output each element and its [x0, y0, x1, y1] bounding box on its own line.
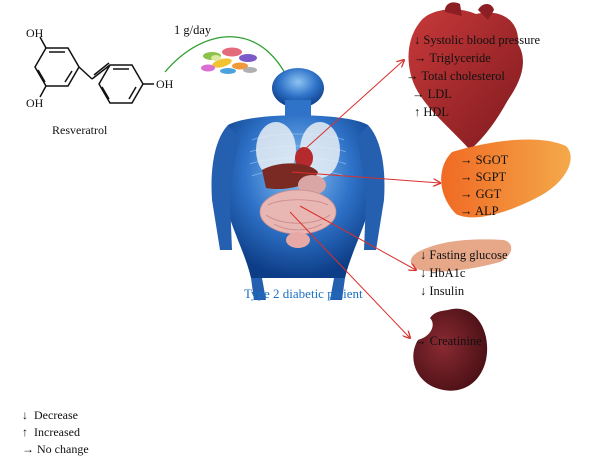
compound-name: Resveratrol — [52, 123, 108, 137]
heart-marker: → Total cholesterol — [406, 69, 505, 83]
liver-marker: → GGT — [460, 187, 502, 201]
liver-icon — [441, 139, 571, 218]
heart-marker: → Triglyceride — [414, 51, 491, 65]
legend-item: ↑ Increased — [22, 425, 80, 439]
dose-arrow — [164, 36, 293, 90]
heart-icon — [408, 2, 523, 151]
connector-liver — [291, 171, 440, 183]
kidney-marker: → Creatinine — [414, 334, 482, 348]
oh-label-bottom: OH — [26, 96, 44, 110]
pancreas-marker: ↓ Fasting glucose — [420, 248, 508, 262]
pancreas-marker: ↓ Insulin — [420, 284, 465, 298]
legend-item: ↓ Decrease — [22, 408, 78, 422]
connector-heart — [303, 60, 404, 151]
dose-label: 1 g/day — [174, 23, 212, 37]
heart-marker: → LDL — [412, 87, 452, 101]
connector-kidney — [289, 211, 410, 338]
legend-item: → No change — [22, 442, 89, 456]
human-body-icon — [211, 68, 385, 300]
pancreas-icon — [410, 239, 512, 272]
liver-marker: → SGOT — [460, 153, 509, 167]
connector-pancreas — [299, 205, 416, 270]
oh-label-top: OH — [26, 26, 44, 40]
pills-icon — [201, 47, 257, 74]
kidney-icon — [413, 308, 488, 391]
connectors — [289, 60, 440, 338]
heart-marker: ↓ Systolic blood pressure — [414, 33, 541, 47]
oh-label-right: OH — [156, 77, 174, 91]
liver-marker: → ALP — [460, 204, 499, 218]
resveratrol-structure-icon — [34, 36, 154, 104]
patient-label: Type 2 diabetic patient — [244, 286, 363, 301]
liver-marker: → SGPT — [460, 170, 507, 184]
heart-marker: ↑ HDL — [414, 105, 450, 119]
pancreas-marker: ↓ HbA1c — [420, 266, 466, 280]
